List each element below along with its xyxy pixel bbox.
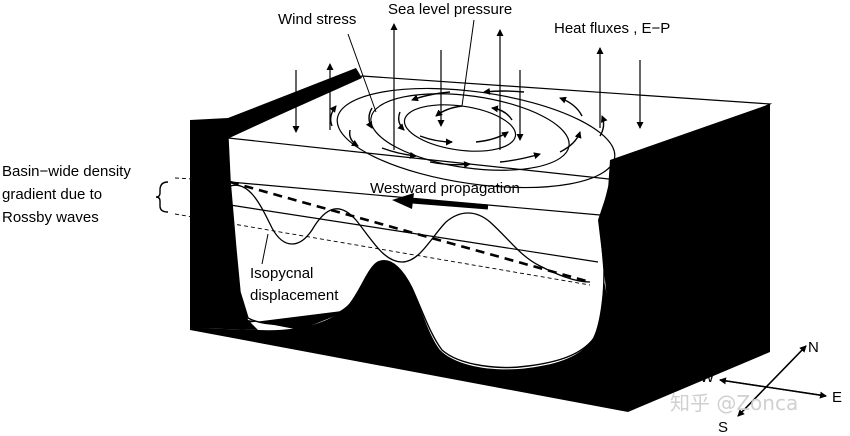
left-wall <box>190 118 258 330</box>
basin-floor <box>190 260 628 412</box>
mean-isopycnal-label-1: Mean isopycnal <box>654 209 758 226</box>
westward-propagation-label: Westward propagation <box>370 180 520 197</box>
basin-density-label-3: Rossby waves <box>2 209 99 226</box>
isopycnal-displacement-label-1: Isopycnal <box>250 265 313 282</box>
density-gradient-line <box>229 180 591 284</box>
density-bracket <box>155 181 169 213</box>
watermark: 知乎 @Zonca <box>670 391 798 415</box>
wind-stress-arrows <box>329 87 608 169</box>
back-left-wall <box>228 68 362 138</box>
compass-south: S <box>718 419 728 436</box>
flux-arrows <box>292 23 644 150</box>
wind-stress-label: Wind stress <box>278 11 356 28</box>
mean-isopycnal-label-2: position <box>654 232 706 249</box>
compass-north: N <box>808 339 819 356</box>
westward-arrow-head <box>392 193 414 209</box>
right-wall <box>598 104 770 412</box>
compass-west: W <box>700 369 715 386</box>
heat-fluxes-label: Heat fluxes , E−P <box>554 20 670 37</box>
basin-density-label-1: Basin−wide density <box>2 163 131 180</box>
isopycnal-wave <box>229 184 591 283</box>
sea-level-pressure-label: Sea level pressure <box>388 1 512 18</box>
mean-isopycnal-line <box>229 204 599 263</box>
basin-density-label-2: gradient due to <box>2 186 102 203</box>
compass-east: E <box>832 389 842 406</box>
compass-rose <box>719 345 827 417</box>
isopycnal-displacement-label-2: displacement <box>250 287 339 304</box>
